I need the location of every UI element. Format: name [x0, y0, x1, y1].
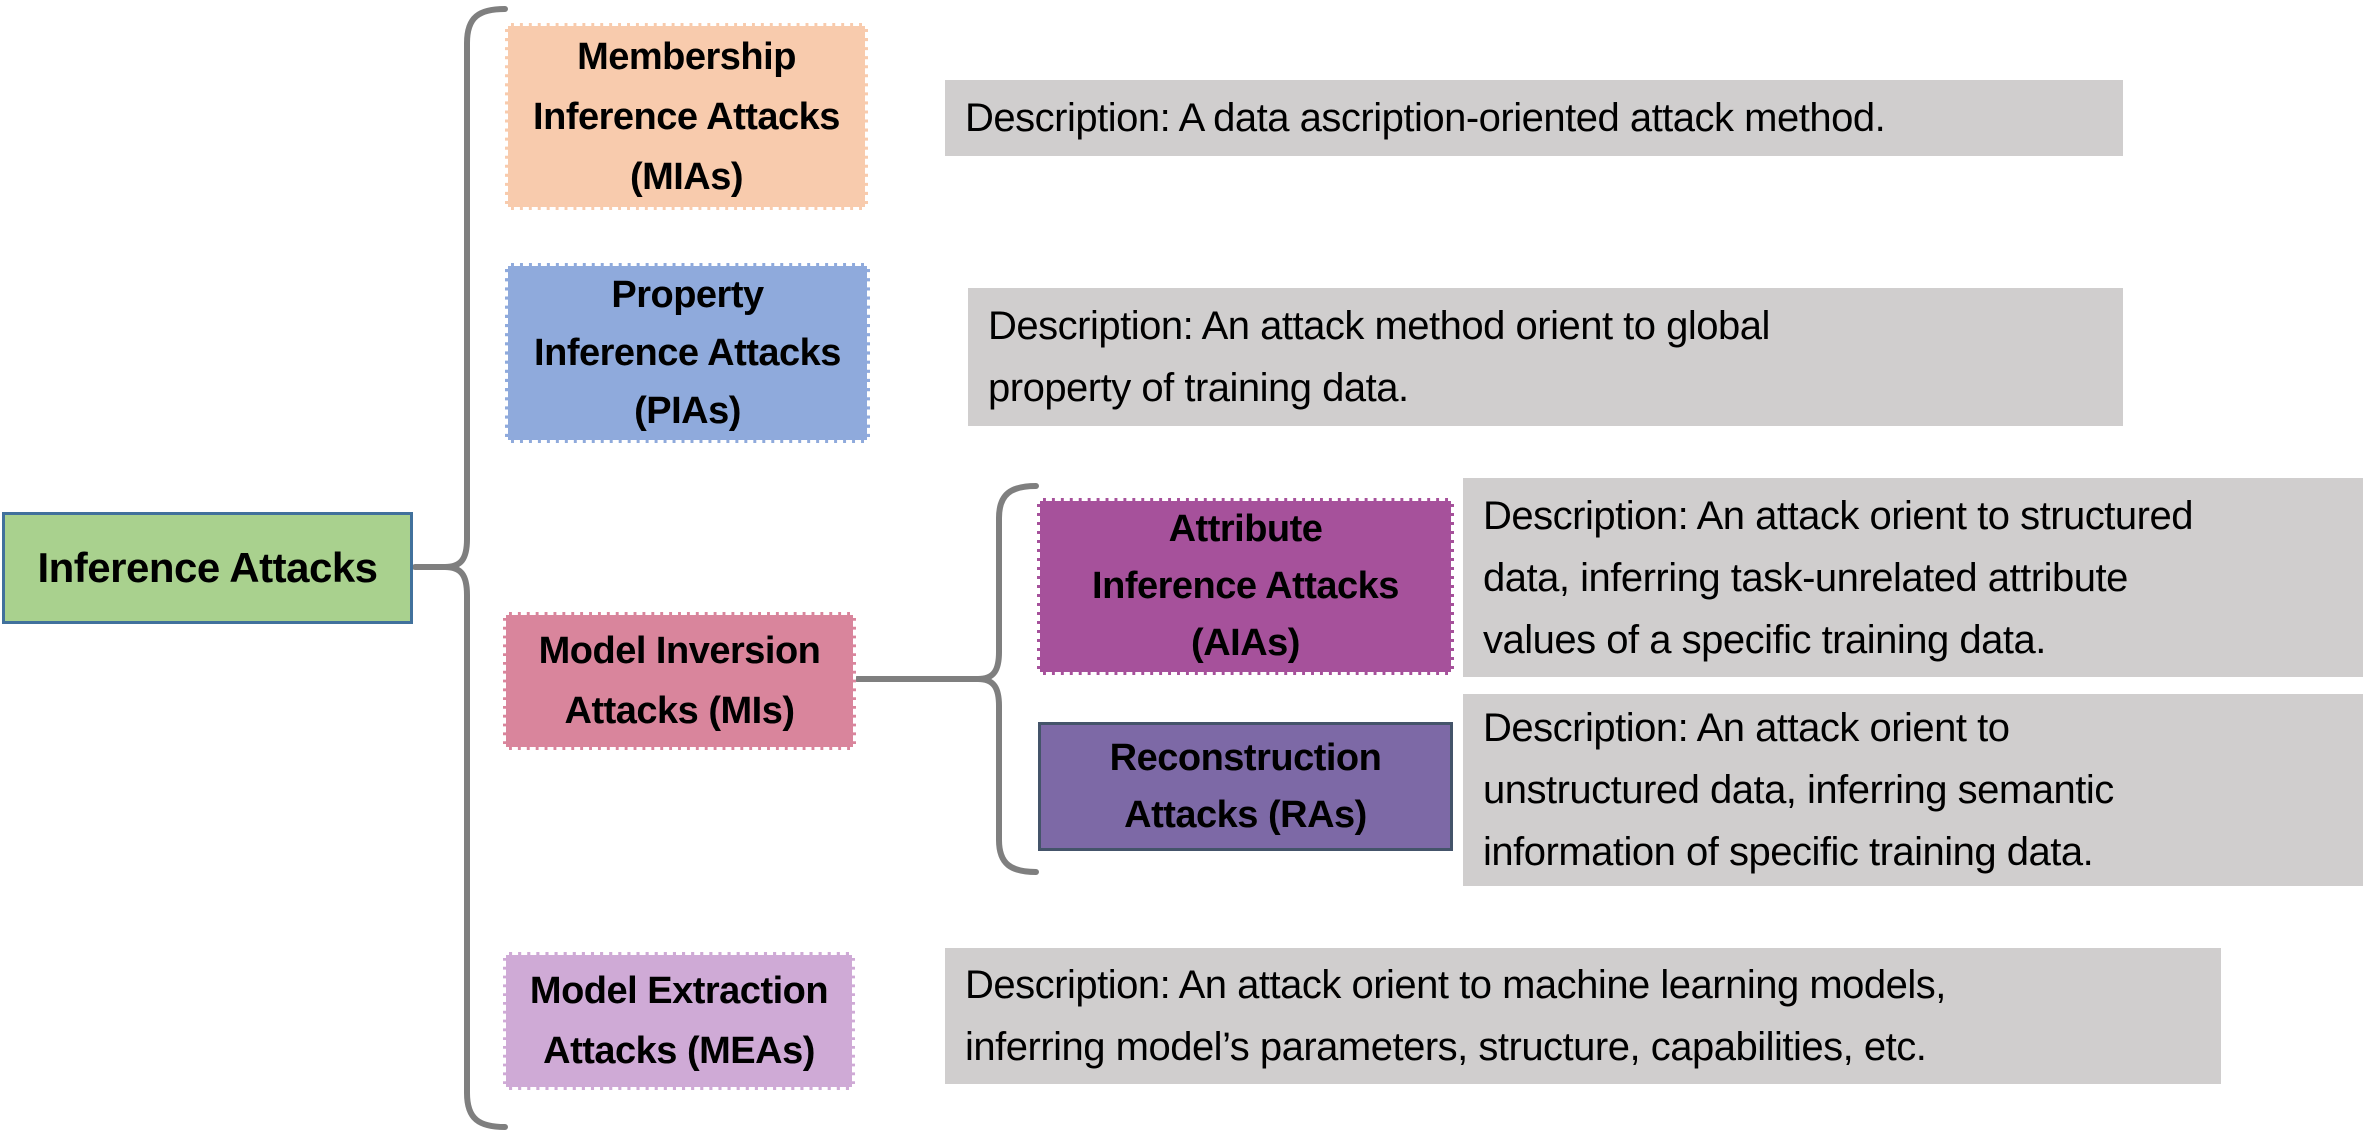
description-line: Description: An attack method orient to …	[988, 304, 1770, 348]
node-label-line: (AIAs)	[1191, 622, 1300, 664]
node-inference-attacks: Inference Attacks	[2, 512, 413, 624]
description-model-extraction-attacks: Description: An attack orient to machine…	[945, 948, 2221, 1084]
node-label-line: Inference Attacks	[533, 95, 840, 138]
node-label-line: Inference Attacks	[534, 332, 841, 374]
description-membership-inference-attacks: Description: A data ascription-oriented …	[945, 80, 2123, 156]
description-line: property of training data.	[988, 366, 1409, 410]
description-line: Description: An attack orient to structu…	[1483, 493, 2193, 538]
description-line: inferring model’s parameters, structure,…	[965, 1025, 1927, 1069]
description-line: unstructured data, inferring semantic	[1483, 768, 2114, 812]
description-line: Description: An attack orient to	[1483, 706, 2010, 750]
node-label-line: Attacks (MIs)	[564, 690, 796, 732]
node-label: Inference Attacks	[37, 544, 378, 591]
node-label-line: Property	[611, 274, 764, 316]
node-label-line: Reconstruction	[1109, 736, 1382, 779]
description-line: Description: A data ascription-oriented …	[965, 96, 1886, 140]
main-curly-brace	[444, 6, 508, 1130]
node-label-line: Model Extraction	[529, 970, 829, 1012]
node-reconstruction-attacks: Reconstruction Attacks (RAs)	[1038, 722, 1453, 851]
node-model-inversion-attacks: Model Inversion Attacks (MIs)	[503, 612, 856, 750]
description-line: Description: An attack orient to machine…	[965, 963, 1946, 1007]
node-label-line: Attacks (MEAs)	[543, 1030, 815, 1072]
node-membership-inference-attacks: Membership Inference Attacks (MIAs)	[505, 23, 868, 210]
description-reconstruction-attacks: Description: An attack orient to unstruc…	[1463, 694, 2363, 886]
node-label-line: Attacks (RAs)	[1124, 793, 1367, 836]
description-line: data, inferring task-unrelated attribute	[1483, 555, 2128, 600]
node-label-line: Inference Attacks	[1092, 565, 1399, 607]
node-label-line: Membership	[577, 35, 796, 78]
description-property-inference-attacks: Description: An attack method orient to …	[968, 288, 2123, 426]
node-label-line: (MIAs)	[629, 155, 744, 198]
description-line: information of specific training data.	[1483, 830, 2094, 874]
node-label-line: Attribute	[1168, 508, 1323, 550]
description-line: values of a specific training data.	[1483, 617, 2046, 662]
node-model-extraction-attacks: Model Extraction Attacks (MEAs)	[503, 952, 855, 1090]
node-attribute-inference-attacks: Attribute Inference Attacks (AIAs)	[1037, 498, 1454, 675]
model-inversion-curly-brace	[977, 483, 1039, 875]
description-attribute-inference-attacks: Description: An attack orient to structu…	[1463, 478, 2363, 677]
node-property-inference-attacks: Property Inference Attacks (PIAs)	[505, 263, 870, 443]
node-label-line: Model Inversion	[538, 630, 821, 672]
node-label-line: (PIAs)	[634, 390, 741, 432]
